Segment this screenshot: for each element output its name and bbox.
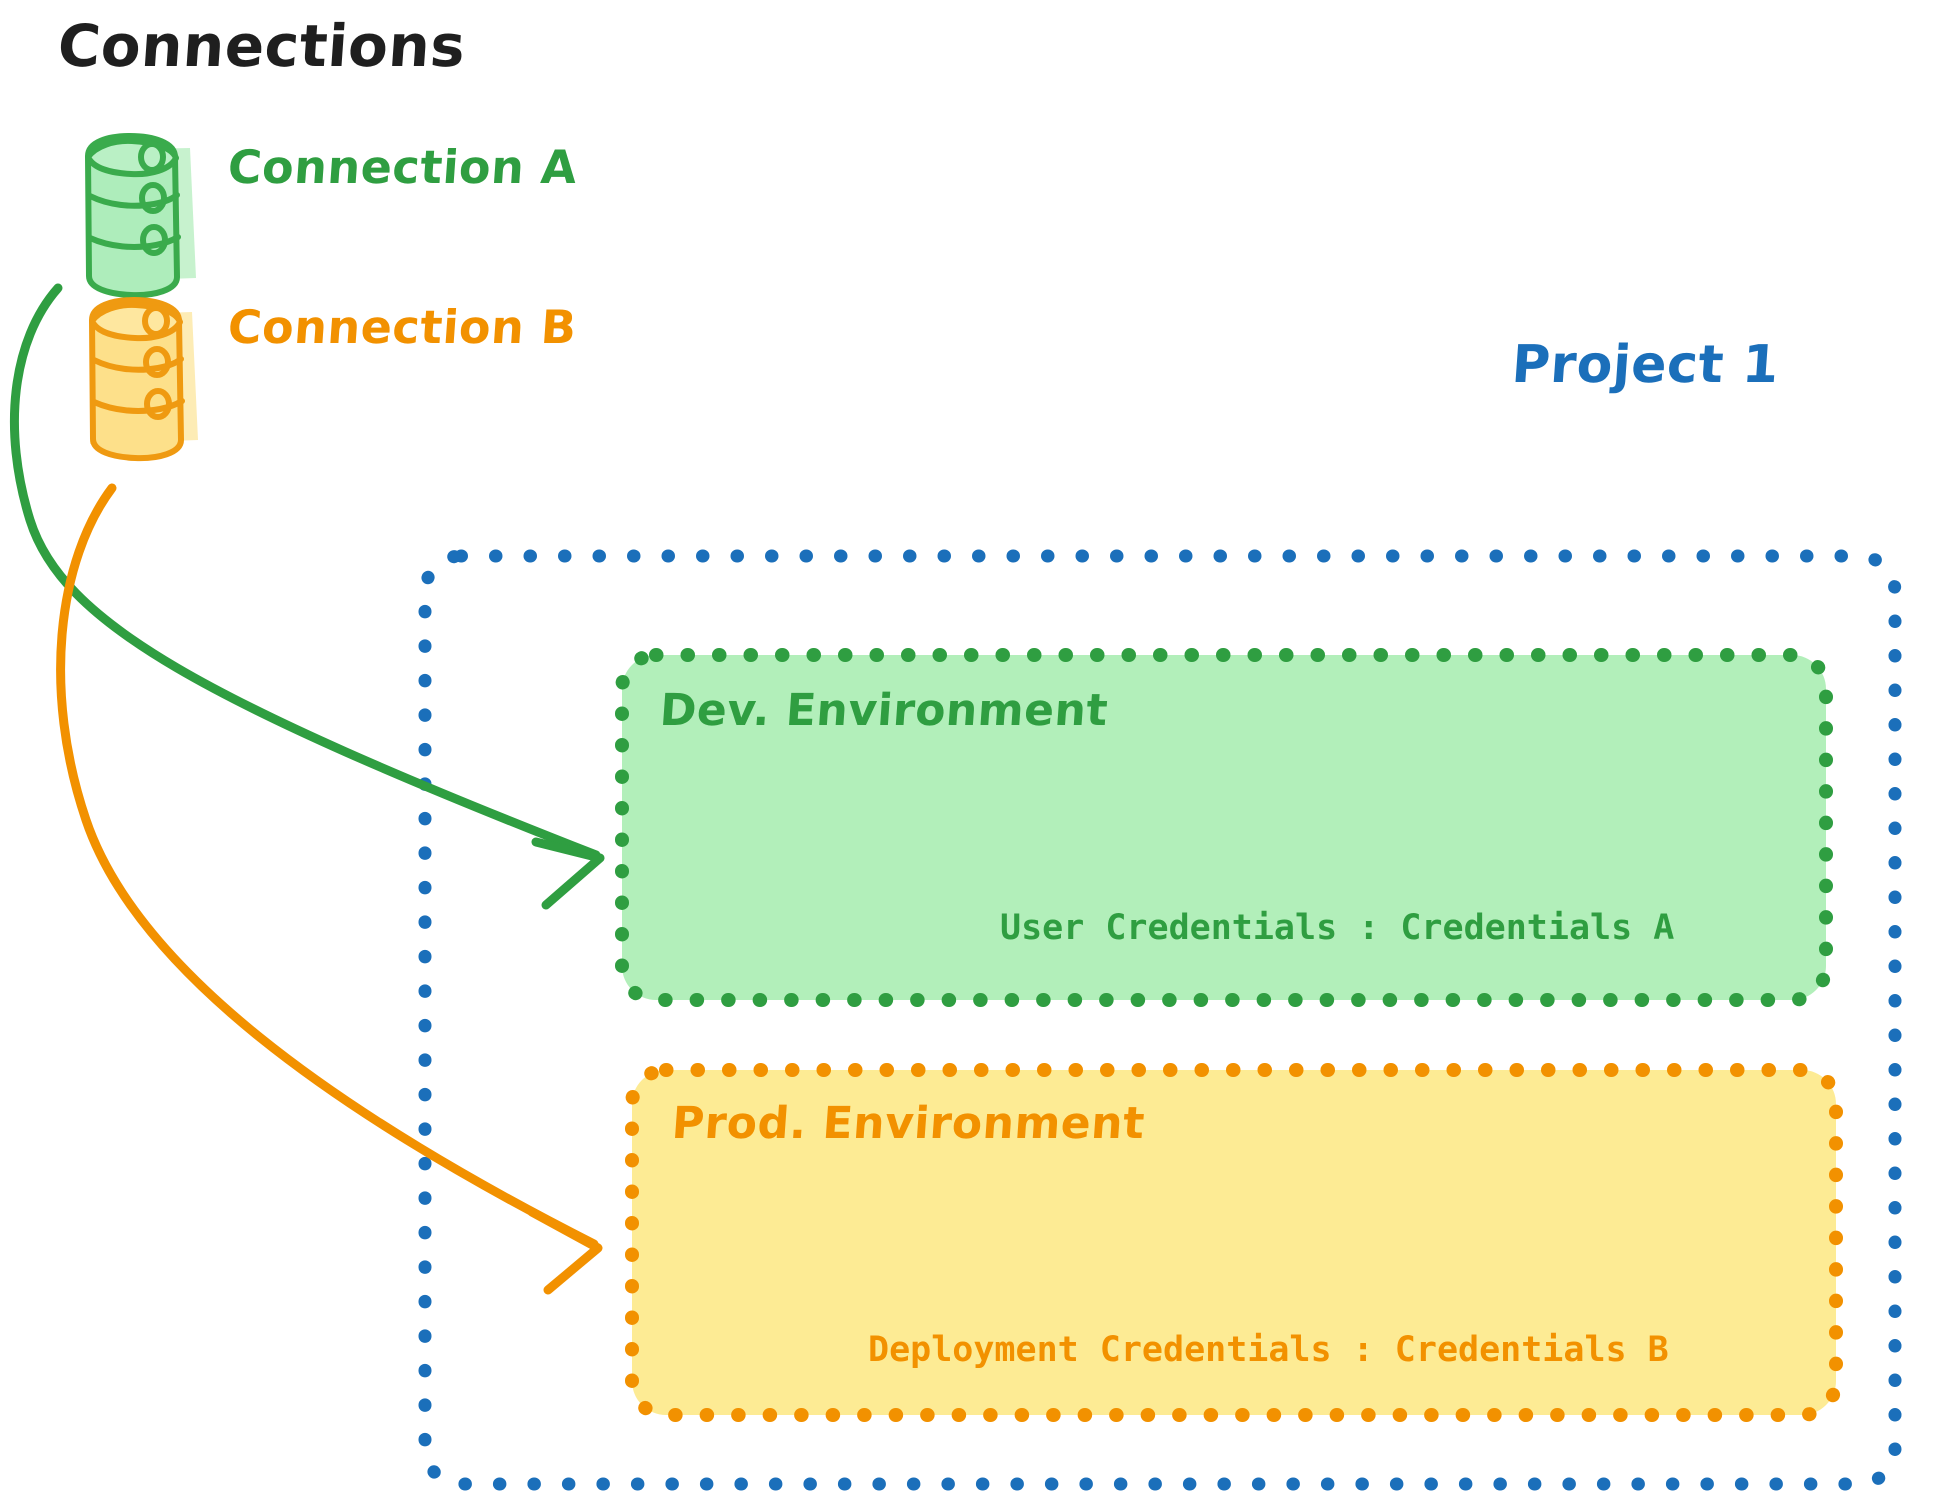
- page-title: Connections: [55, 12, 468, 80]
- arrow-connection-b-to-prod: [56, 483, 603, 1295]
- prod-environment-credentials: Deployment Credentials : Credentials B: [868, 1330, 1669, 1370]
- dev-environment-credentials: User Credentials : Credentials A: [1000, 908, 1675, 948]
- arrow-connection-a-to-dev: [9, 283, 605, 910]
- connection-b-label: Connection B: [226, 300, 579, 354]
- prod-environment-title: Prod. Environment: [670, 1098, 1147, 1149]
- prod-environment-box[interactable]: [632, 1070, 1836, 1415]
- database-icon-connection-a[interactable]: [85, 133, 196, 299]
- connection-a-label: Connection A: [226, 140, 579, 194]
- dev-environment-title: Dev. Environment: [658, 685, 1110, 736]
- dev-environment-box[interactable]: [622, 655, 1826, 1000]
- project-title: Project 1: [1509, 335, 1782, 395]
- dev-environment-border: [615, 648, 1833, 1007]
- project-container-border: [418, 549, 1902, 1491]
- database-icon-connection-b[interactable]: [89, 297, 198, 462]
- prod-environment-border: [625, 1063, 1843, 1422]
